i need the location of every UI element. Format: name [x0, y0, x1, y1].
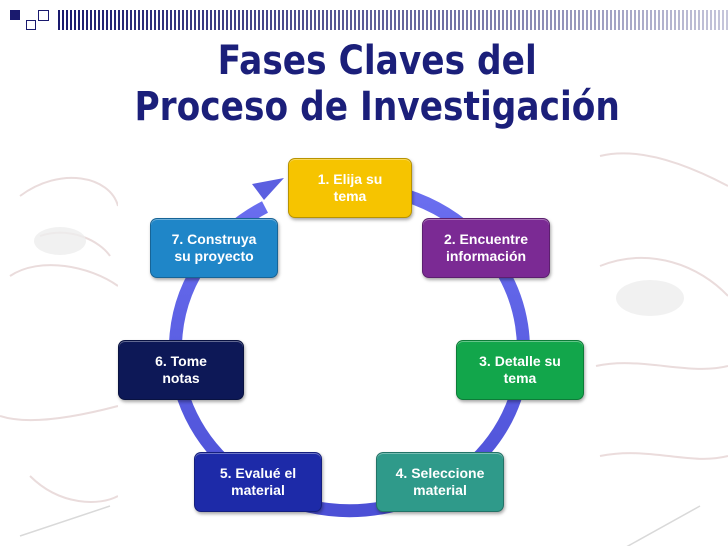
- bullet-square-outline-icon: [38, 10, 49, 21]
- process-cycle-diagram: 1. Elija su tema 2. Encuentre informació…: [118, 150, 594, 532]
- title-line-2: Proceso de Investigación: [134, 84, 620, 130]
- bullet-square-outline-icon: [26, 20, 36, 30]
- cycle-node-4-label: 4. Seleccione material: [395, 465, 485, 498]
- page-title: Fases Claves del Proceso de Investigació…: [50, 38, 704, 130]
- cycle-node-2: 2. Encuentre información: [422, 218, 550, 278]
- cycle-node-3-label: 3. Detalle su tema: [479, 353, 561, 386]
- title-line-1: Fases Claves del: [217, 38, 537, 84]
- cycle-node-5: 5. Evalué el material: [194, 452, 322, 512]
- bullet-square-icon: [10, 10, 20, 20]
- cycle-node-1: 1. Elija su tema: [288, 158, 412, 218]
- cycle-node-7: 7. Construya su proyecto: [150, 218, 278, 278]
- cycle-node-1-label: 1. Elija su tema: [317, 171, 383, 204]
- cycle-node-3: 3. Detalle su tema: [456, 340, 584, 400]
- decorative-header-bar: [0, 0, 728, 36]
- cycle-node-6-label: 6. Tome notas: [155, 353, 207, 386]
- cycle-node-6: 6. Tome notas: [118, 340, 244, 400]
- cycle-node-7-label: 7. Construya su proyecto: [171, 231, 257, 264]
- cycle-node-5-label: 5. Evalué el material: [219, 465, 297, 498]
- cycle-node-4: 4. Seleccione material: [376, 452, 504, 512]
- background-sketch: [0, 152, 728, 546]
- cycle-node-2-label: 2. Encuentre información: [443, 231, 529, 264]
